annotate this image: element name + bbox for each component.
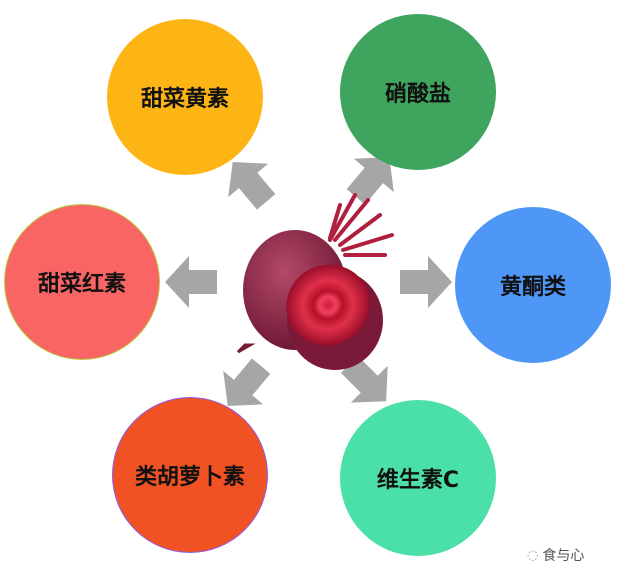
arrow-right — [400, 256, 452, 308]
wechat-icon: ◌ — [527, 547, 539, 563]
node-nitrate: 硝酸盐 — [340, 14, 496, 170]
node-label: 甜菜黄素 — [140, 87, 229, 112]
arrow-left — [165, 256, 217, 308]
node-vitamin-c: 维生素C — [340, 400, 496, 556]
watermark-text: 食与心 — [542, 548, 585, 564]
node-betacyanin: 甜菜红素 — [4, 204, 160, 360]
node-flavonoids: 黄酮类 — [455, 207, 611, 363]
node-betaxanthin: 甜菜黄素 — [107, 19, 263, 175]
node-label: 维生素C — [376, 468, 460, 493]
node-label: 黄酮类 — [499, 275, 566, 300]
beetroot-image — [236, 193, 394, 370]
watermark: ◌ 食与心 — [527, 545, 584, 565]
node-label: 硝酸盐 — [384, 82, 451, 107]
node-carotene: 类胡萝卜素 — [112, 397, 268, 553]
node-label: 甜菜红素 — [37, 272, 126, 297]
node-label: 类胡萝卜素 — [134, 465, 245, 490]
